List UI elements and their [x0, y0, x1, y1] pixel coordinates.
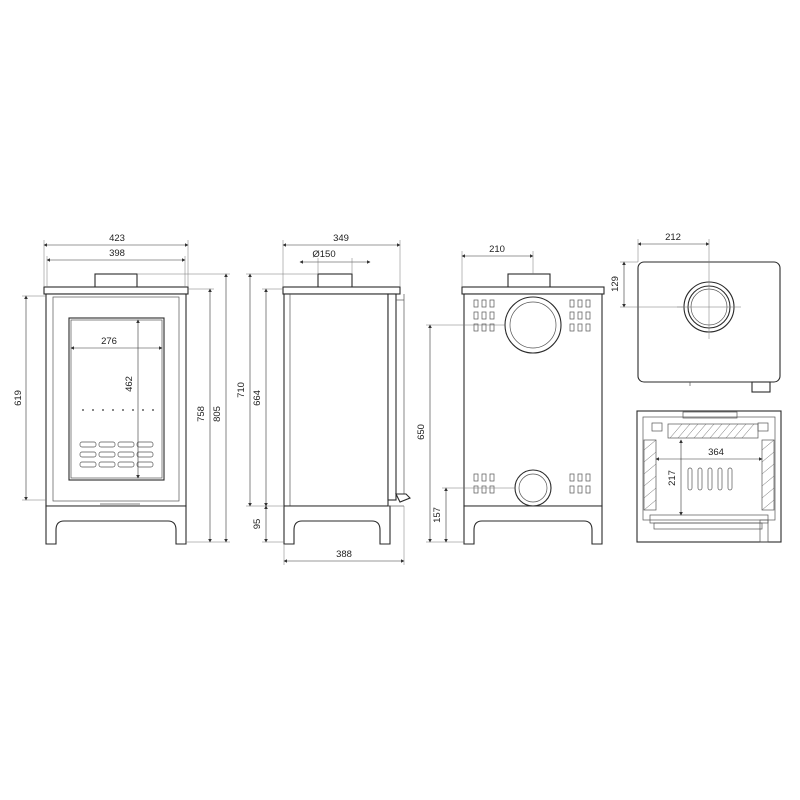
top-rear-tab — [751, 381, 771, 393]
side-handle — [395, 493, 411, 503]
dim-349: 349 — [282, 233, 401, 287]
rear-flue-collar — [507, 273, 551, 289]
dim-label-210: 210 — [489, 244, 505, 255]
dim-276: 276 — [70, 336, 163, 350]
dim-805: 805 — [137, 273, 230, 543]
dim-150: Ø150 — [299, 249, 371, 274]
side-flue-collar — [317, 273, 353, 289]
side-door-edge — [387, 293, 397, 501]
front-top-plate — [43, 286, 189, 295]
front-air-holes — [82, 409, 154, 411]
top-view: 212 129 — [610, 232, 781, 393]
dim-129: 129 — [610, 261, 684, 308]
front-glass — [68, 317, 165, 481]
section-view: 364 217 — [636, 410, 782, 543]
dim-462: 462 — [124, 319, 140, 479]
rear-body — [463, 293, 603, 507]
dim-label-129: 129 — [610, 276, 621, 292]
side-base — [283, 505, 391, 545]
front-door-frame — [52, 296, 180, 502]
dim-label-398: 398 — [109, 248, 125, 259]
rear-top-plate — [461, 286, 605, 295]
dim-label-710: 710 — [236, 382, 247, 398]
dim-423: 423 — [43, 233, 189, 287]
dim-label-423: 423 — [109, 233, 125, 244]
front-flue-collar — [94, 273, 138, 289]
dim-label-388: 388 — [336, 549, 352, 560]
front-glass-inner — [70, 319, 163, 479]
front-grate — [79, 441, 154, 468]
side-view: 349 Ø150 710 664 95 388 — [236, 233, 411, 565]
front-view: 423 398 276 462 619 758 — [13, 233, 230, 545]
dim-label-758: 758 — [196, 406, 207, 422]
front-base — [45, 505, 187, 545]
dim-label-276: 276 — [101, 336, 117, 347]
dim-label-664: 664 — [252, 390, 263, 406]
dim-619: 619 — [13, 295, 46, 501]
front-body — [45, 293, 187, 507]
rear-lower-vents — [473, 473, 591, 494]
dim-388: 388 — [283, 506, 405, 565]
dim-212: 212 — [637, 232, 710, 275]
dim-364: 364 — [655, 447, 763, 461]
dim-157: 157 — [432, 487, 515, 543]
side-top-plate — [282, 286, 401, 295]
section-grate — [687, 467, 733, 491]
section-baffle — [667, 423, 759, 439]
rear-upper-vents — [473, 299, 591, 332]
dim-710: 710 — [236, 273, 318, 507]
dim-210: 210 — [461, 244, 534, 287]
rear-base — [463, 505, 603, 545]
dim-95: 95 — [252, 505, 284, 543]
side-body — [283, 293, 389, 507]
section-outline — [636, 410, 782, 543]
dim-label-619: 619 — [13, 390, 24, 406]
dim-label-217: 217 — [667, 470, 678, 486]
dim-label-364: 364 — [708, 447, 724, 458]
dim-758: 758 — [186, 288, 214, 543]
dim-label-150: Ø150 — [312, 249, 335, 260]
dim-398: 398 — [46, 248, 186, 287]
dim-664: 664 — [252, 288, 283, 507]
dim-label-462: 462 — [124, 376, 135, 392]
dim-label-95: 95 — [252, 519, 263, 530]
rear-view: 210 650 157 — [416, 244, 605, 545]
section-inner-wall — [642, 416, 776, 521]
dim-label-805: 805 — [212, 406, 223, 422]
dim-label-349: 349 — [333, 233, 349, 244]
dim-label-650: 650 — [416, 424, 427, 440]
dim-217: 217 — [667, 439, 683, 516]
dim-label-157: 157 — [432, 507, 443, 523]
dim-label-212: 212 — [665, 232, 681, 243]
